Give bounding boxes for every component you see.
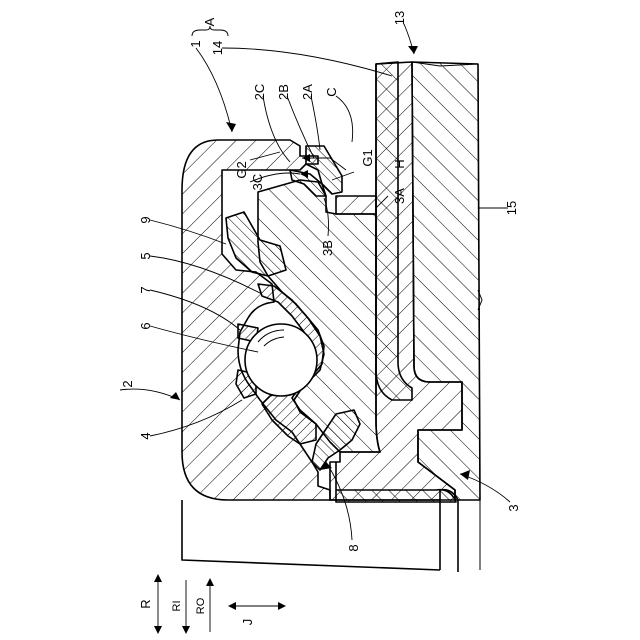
label-A: A [202, 17, 217, 26]
label-1: 1 [188, 40, 203, 47]
label-15: 15 [504, 201, 519, 215]
direction-J: J [240, 619, 255, 626]
label-5: 5 [138, 252, 153, 259]
label-13: 13 [392, 11, 407, 25]
label-9: 9 [138, 216, 153, 223]
component-15 [412, 62, 480, 500]
label-3B: 3B [320, 240, 335, 256]
label-2C: 2C [252, 84, 267, 101]
direction-R: R [138, 599, 153, 608]
label-2A: 2A [300, 84, 315, 100]
label-3C: 3C [250, 174, 265, 191]
label-G1: G1 [360, 149, 375, 166]
label-H: H [392, 159, 407, 168]
label-G2: G2 [234, 161, 249, 178]
label-8: 8 [346, 544, 361, 551]
direction-RO: RO [195, 597, 207, 614]
label-2B: 2B [276, 84, 291, 100]
direction-legend: R RI RO J [138, 574, 286, 634]
label-7: 7 [138, 286, 153, 293]
label-14: 14 [210, 41, 225, 55]
ball-6 [245, 324, 317, 396]
label-4: 4 [138, 432, 153, 439]
label-6: 6 [138, 322, 153, 329]
label-2: 2 [120, 380, 135, 387]
direction-RI: RI [171, 601, 183, 612]
label-3: 3 [506, 504, 521, 511]
label-3A: 3A [392, 188, 407, 204]
label-C: C [324, 87, 339, 96]
brace-A [192, 26, 228, 36]
